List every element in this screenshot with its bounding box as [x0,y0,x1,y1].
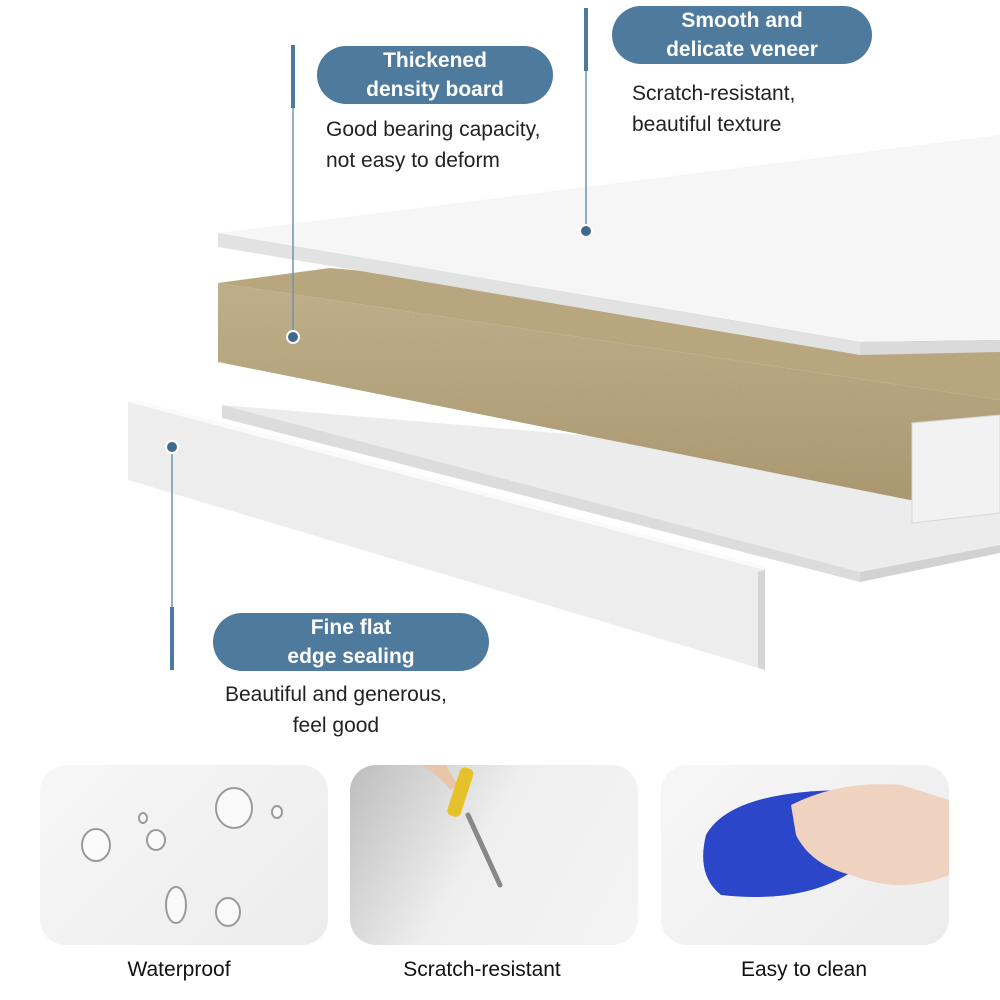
veneer-description-line: Scratch-resistant, [632,82,796,105]
board-layers-illustration [128,8,1000,670]
edge-title-pill: Fine flat edge sealing [213,613,489,671]
edge-description-line: Beautiful and generous, [225,683,447,706]
bottom-backing-sheet [222,405,1000,572]
feature-label-easy-to-clean: Easy to clean [740,958,868,981]
veneer-description: Scratch-resistant, beautiful texture [632,78,795,140]
board-title-pill: Thickened density board [317,46,553,104]
board-title-line: density board [366,78,504,101]
density-board-texture [218,283,1000,500]
callout-dot [579,224,593,238]
feature-card-scratch-resistant [350,765,638,945]
callout-line-accent [584,8,588,71]
edge-description-line: feel good [292,714,380,737]
top-veneer-side-edge [860,340,1000,355]
callout-dot [286,330,300,344]
callout-dot [165,440,179,454]
veneer-title-line: delicate veneer [666,38,818,61]
top-veneer-sheet [218,135,1000,342]
right-edge-strip [911,414,1000,524]
callout-line-veneer [579,8,593,238]
density-board-top [218,268,1000,400]
veneer-title-line: Smooth and [681,9,803,32]
edge-description: Beautiful and generous, feel good [225,679,447,741]
edge-title-line: edge sealing [287,645,415,668]
water-drops-icon [81,787,283,927]
veneer-description-line: beautiful texture [632,113,782,136]
edge-banding-strip [128,402,765,670]
top-veneer-edge [218,233,860,355]
towel-wipe-icon [703,784,949,897]
feature-label-waterproof: Waterproof [127,958,231,981]
knife-scratch-icon [420,765,503,888]
callout-line-accent [170,607,174,670]
callout-line-accent [291,45,295,108]
feature-card-easy-to-clean [661,765,949,945]
board-description-line: not easy to deform [326,149,500,172]
feature-label-scratch-resistant: Scratch-resistant [403,958,561,981]
bottom-sheet-side-edge [860,545,1000,582]
bottom-sheet-edge [222,405,860,582]
callout-line-edge [165,440,179,670]
callout-line-board [286,45,300,344]
board-title-line: Thickened [383,49,487,72]
edge-banding-top-edge [128,400,765,570]
veneer-title-pill: Smooth and delicate veneer [612,6,872,64]
edge-banding-end [758,570,765,670]
feature-card-waterproof [40,765,328,945]
board-description: Good bearing capacity, not easy to defor… [326,114,540,176]
edge-title-line: Fine flat [310,616,392,639]
board-description-line: Good bearing capacity, [326,118,541,141]
